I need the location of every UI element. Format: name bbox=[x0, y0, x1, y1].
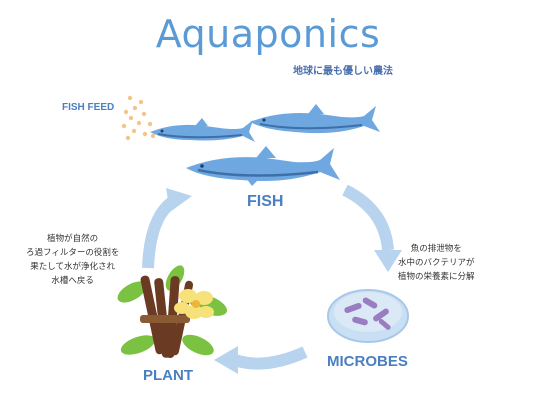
fish-feed-icon bbox=[121, 95, 156, 141]
label-plant: PLANT bbox=[143, 367, 193, 384]
plant-note-line: 植物が自然の bbox=[47, 234, 99, 244]
cycle-arrow-fish-to-microbes bbox=[342, 184, 394, 251]
label-fish: FISH bbox=[247, 193, 284, 210]
vanilla-plant-icon bbox=[117, 265, 228, 358]
page-title: Aquaponics bbox=[155, 12, 381, 56]
microbes-note-line: 水中のバクテリアが bbox=[398, 258, 475, 268]
microbes-note-line: 魚の排泄物を bbox=[410, 244, 462, 254]
label-fish-feed: FISH FEED bbox=[62, 102, 115, 113]
microbes-note: 魚の排泄物を 水中のバクテリアが 植物の栄養素に分解 bbox=[398, 242, 475, 284]
plant-note-line: ろ過フィルターの役割を bbox=[26, 248, 120, 258]
arrow-head-microbes-icon bbox=[374, 250, 402, 272]
fish-icon bbox=[150, 118, 255, 142]
plant-note-line: 水槽へ戻る bbox=[51, 276, 94, 286]
fish-icon bbox=[186, 146, 340, 186]
plant-note: 植物が自然の ろ過フィルターの役割を 果たして水が浄化され 水槽へ戻る bbox=[26, 232, 119, 288]
plant-note-line: 果たして水が浄化され bbox=[30, 262, 116, 272]
page-subtitle: 地球に最も優しい農法 bbox=[293, 66, 393, 77]
microbes-dish-icon bbox=[327, 289, 409, 343]
label-microbes: MICROBES bbox=[327, 353, 408, 370]
fish-icon bbox=[250, 104, 380, 134]
arrow-head-plant-icon bbox=[214, 346, 238, 374]
cycle-arrow-microbes-to-plant bbox=[233, 346, 308, 370]
arrow-head-fish-icon bbox=[166, 188, 192, 212]
microbes-note-line: 植物の栄養素に分解 bbox=[398, 272, 475, 282]
